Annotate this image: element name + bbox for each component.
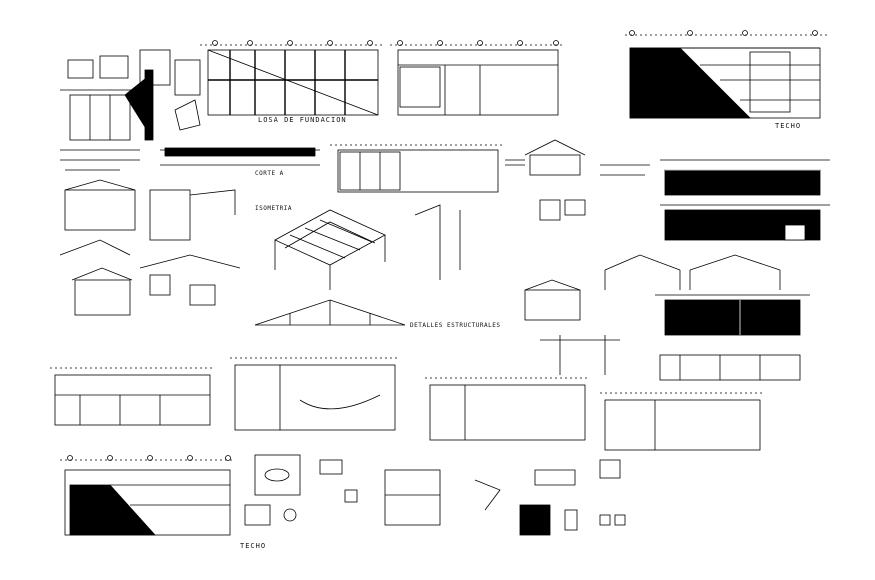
floor-plan-middle — [330, 144, 505, 193]
plan-bottom-3 — [425, 377, 590, 441]
gable-sections — [604, 254, 781, 290]
plan-bottom-2 — [230, 357, 400, 431]
label-techo-bottom: TECHO — [240, 542, 267, 550]
small-section — [505, 139, 586, 176]
plan-bottom-4 — [600, 392, 765, 451]
floor-plan-top — [390, 40, 565, 116]
roof-plan-top — [625, 30, 830, 119]
elevation-upper — [600, 159, 830, 196]
label-corte: CORTE A — [255, 170, 284, 177]
elevation-lower — [660, 204, 830, 241]
bottom-misc-details — [244, 454, 626, 536]
roof-truss — [254, 299, 406, 326]
section-strip — [160, 147, 320, 166]
elevation-right-lower — [655, 294, 810, 381]
label-fundacion: LOSA DE FUNDACION — [258, 116, 347, 124]
label-detalles-estructurales: DETALLES ESTRUCTURALES — [410, 322, 501, 329]
label-isometria: ISOMETRIA — [255, 205, 293, 212]
roof-plan-bottom — [60, 455, 235, 536]
foundation-plan — [200, 40, 385, 116]
isometric-roof — [274, 209, 386, 290]
plan-bottom-1 — [50, 367, 215, 426]
left-mid-details — [59, 179, 241, 316]
top-left-details — [60, 49, 201, 171]
structural-details — [414, 199, 620, 375]
label-techo-top: TECHO — [775, 122, 802, 130]
